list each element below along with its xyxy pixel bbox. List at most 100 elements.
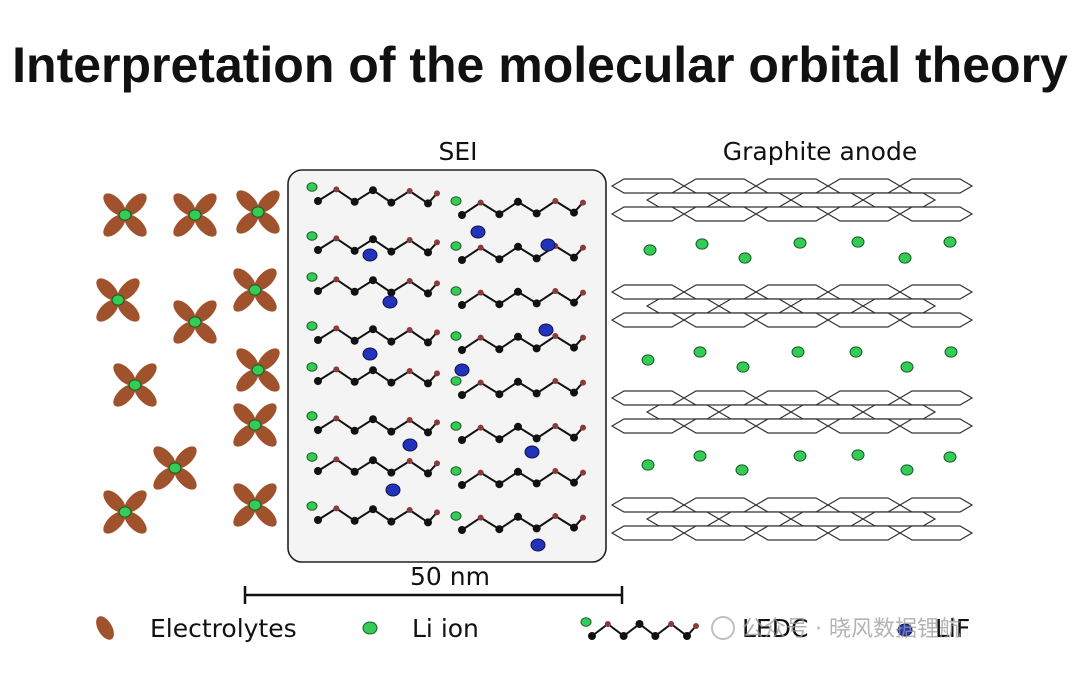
ledc-carbon (495, 300, 504, 309)
ledc-oxygen (434, 329, 440, 336)
electrolyte-lobe (173, 214, 196, 237)
ledc-oxygen (580, 379, 586, 386)
graphene-hexagon (645, 404, 721, 420)
graphene-hexagon (826, 390, 902, 406)
lif-particle (538, 323, 554, 337)
legend-electrolytes-label: Electrolytes (150, 614, 297, 643)
li-ion (450, 466, 462, 476)
ledc-carbon (495, 345, 504, 354)
ledc-carbon (532, 299, 541, 308)
ledc-carbon (458, 256, 466, 264)
graphene-hexagon (645, 511, 721, 527)
sei-molecules (306, 182, 586, 552)
graphene-hexagon (717, 298, 793, 314)
li-ion (128, 379, 142, 391)
electrolyte-molecule (173, 300, 217, 344)
ledc-carbon (495, 210, 504, 219)
lif-particle (362, 347, 378, 361)
sei-region-box (287, 169, 607, 563)
ledc-oxygen (477, 289, 484, 296)
electrolyte-lobe (134, 363, 157, 386)
ledc-molecule (306, 182, 440, 208)
li-ion (851, 236, 865, 248)
graphene-hexagon (898, 178, 974, 194)
ledc-carbon (314, 377, 322, 385)
ledc-carbon (495, 525, 504, 534)
li-ion (695, 238, 709, 250)
legend-ledc-label: LEDC (742, 614, 808, 643)
ledc-carbon (458, 301, 466, 309)
graphene-hexagon (826, 525, 902, 541)
graphene-hexagon (682, 284, 758, 300)
ledc-oxygen (580, 199, 586, 206)
li-ion (943, 236, 957, 248)
ledc-carbon (350, 516, 359, 525)
graphene-hexagon (754, 206, 830, 222)
electrolyte-lobe (124, 214, 147, 237)
ledc-oxygen (406, 458, 413, 464)
electrolyte-lobe (96, 278, 119, 301)
graphene-hexagon (754, 390, 830, 406)
graphene-hexagon (645, 298, 721, 314)
ledc-molecule (306, 452, 440, 478)
lif-particle (362, 248, 378, 262)
graphene-hexagon (610, 284, 686, 300)
electrolyte-lobe (124, 511, 147, 534)
ledc-carbon (314, 336, 322, 344)
graphene-hexagon (898, 206, 974, 222)
ledc-oxygen (552, 513, 559, 519)
ledc-carbon (458, 481, 466, 489)
graphene-hexagon (754, 418, 830, 434)
electrolyte-lobe (103, 490, 126, 513)
ledc-bond (573, 517, 583, 529)
electrolyte-lobe (174, 467, 197, 490)
electrolyte-lobe (233, 424, 256, 447)
graphene-hexagon (754, 525, 830, 541)
li-ion (641, 354, 655, 366)
ledc-carbon (495, 390, 504, 399)
li-ion (450, 196, 462, 206)
lif-particle (524, 445, 540, 459)
electrolyte-molecule (236, 190, 280, 234)
ledc-molecule (450, 331, 586, 354)
li-ion (944, 346, 958, 358)
li-ion (793, 450, 807, 462)
ledc-molecule (306, 362, 440, 388)
li-ion (900, 464, 914, 476)
ledc-carbon (369, 325, 377, 334)
graphene-hexagon (898, 312, 974, 328)
li-ion (251, 364, 265, 376)
electrolyte-lobe (254, 424, 277, 447)
lif-particle (402, 438, 418, 452)
ledc-legend-icon (580, 617, 699, 640)
ledc-carbon (514, 242, 522, 251)
ledc-carbon (350, 336, 359, 345)
electrolyte-lobe (236, 348, 259, 371)
graphene-hexagon (717, 511, 793, 527)
electrolyte-lobe (257, 211, 280, 234)
electrolyte-lobe (254, 403, 277, 426)
ledc-oxygen (333, 505, 340, 512)
graphene-sheet (610, 497, 974, 541)
ledc-carbon (350, 287, 359, 296)
graphene-sheet (610, 178, 974, 222)
graphene-hexagon (610, 525, 686, 541)
lif-particle (530, 538, 546, 552)
li-ion (306, 501, 318, 511)
ledc-oxygen (434, 370, 440, 377)
ledc-carbon (458, 436, 466, 444)
ledc-bond (573, 382, 583, 394)
li-ion (306, 321, 318, 331)
ledc-carbon (458, 391, 466, 399)
graphene-hexagon (826, 418, 902, 434)
graphene-hexagon (682, 178, 758, 194)
li-ion (849, 346, 863, 358)
ledc-carbon (387, 198, 396, 207)
graphene-hexagon (682, 497, 758, 513)
graphene-hexagon (610, 312, 686, 328)
ledc-carbon (314, 516, 322, 524)
wechat-icon (711, 616, 735, 640)
ledc-oxygen (604, 621, 611, 627)
ledc-molecule (450, 511, 586, 534)
ledc-molecule (306, 501, 440, 527)
